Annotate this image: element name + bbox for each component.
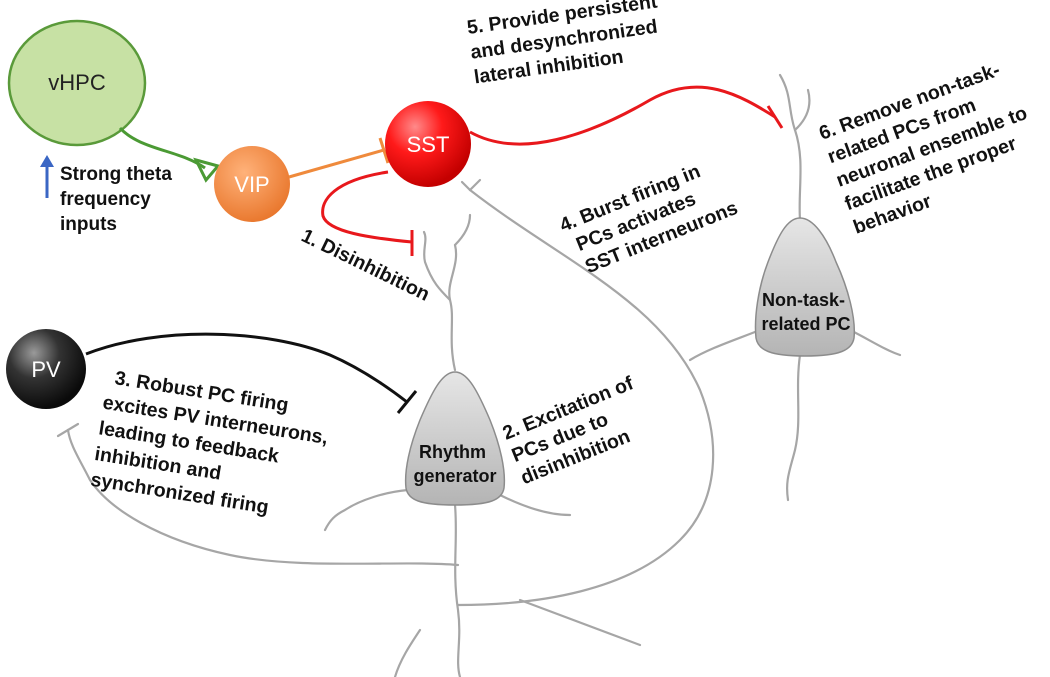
step4-text: 4. Burst firing in PCs activates SST int… bbox=[557, 152, 741, 281]
step6-text: 6. Remove non-task- related PCs from neu… bbox=[816, 53, 1050, 238]
sst-input-tip-b bbox=[460, 180, 472, 192]
rhythm-axon-to-sst bbox=[456, 188, 715, 607]
rhythm-generator-cell: Rhythm generator bbox=[404, 371, 506, 506]
theta-input-text: Strong theta frequency inputs bbox=[60, 164, 177, 235]
non-task-soma bbox=[754, 217, 856, 357]
rhythm-generator-label: Rhythm generator bbox=[413, 442, 496, 486]
inhibitory-bar-red-2 bbox=[766, 105, 784, 129]
rhythm-axon-branch-left bbox=[393, 628, 422, 677]
rhythm-axon-branch-right bbox=[518, 598, 642, 647]
rhythm-basal-right bbox=[498, 493, 572, 517]
sst-circle bbox=[385, 101, 471, 187]
vhpc-node: vHPC bbox=[7, 19, 147, 147]
rhythm-basal-left bbox=[323, 488, 410, 532]
inhibitory-bar-orange bbox=[378, 137, 390, 164]
step5-text: 5. Provide persistent and desynchronized… bbox=[466, 0, 671, 88]
sst-to-nontask-connection bbox=[469, 85, 776, 146]
rhythm-apical-branch-right bbox=[453, 213, 472, 247]
rhythm-apical-branch-left bbox=[422, 230, 452, 302]
nontask-basal-right bbox=[848, 328, 902, 357]
sst-input-tip-a bbox=[468, 178, 482, 192]
vhpc-ellipse bbox=[7, 19, 147, 147]
rhythm-axon bbox=[453, 503, 462, 677]
sst-label: SST bbox=[407, 132, 450, 157]
pv-node: PV bbox=[6, 329, 86, 409]
vip-circle bbox=[214, 146, 290, 222]
inhibitory-bar-black bbox=[396, 390, 418, 414]
up-arrow-icon bbox=[40, 155, 54, 167]
rhythm-generator-soma bbox=[404, 371, 506, 506]
dendrites bbox=[56, 73, 902, 677]
excitatory-arrowhead bbox=[193, 157, 221, 183]
vhpc-to-vip-connection bbox=[118, 126, 206, 170]
nontask-basal-left bbox=[688, 328, 762, 362]
rhythm-apical-dendrite bbox=[448, 243, 458, 372]
rhythm-axon-to-pv bbox=[66, 428, 460, 567]
step2-text: 2. Excitation of PCs due to disinhibitio… bbox=[500, 370, 660, 489]
sst-node: SST bbox=[385, 101, 471, 187]
non-task-label: Non-task- related PC bbox=[761, 290, 850, 334]
pv-input-tip-b bbox=[66, 422, 80, 432]
non-task-related-cell: Non-task- related PC bbox=[754, 217, 856, 357]
vip-node: VIP bbox=[214, 146, 290, 222]
vip-label: VIP bbox=[234, 172, 269, 197]
pv-to-rhythm-connection bbox=[85, 332, 408, 404]
pv-label: PV bbox=[31, 357, 61, 382]
step3-text: 3. Robust PC firing excites PV interneur… bbox=[89, 366, 339, 527]
pv-circle bbox=[6, 329, 86, 409]
nontask-apical-branch bbox=[793, 88, 811, 132]
theta-input-annotation: Strong theta frequency inputs bbox=[40, 155, 177, 235]
sst-to-rhythm-connection bbox=[321, 170, 413, 244]
pv-input-tip-a bbox=[56, 428, 70, 438]
vip-to-sst-connection bbox=[288, 148, 385, 179]
nontask-apical-dendrite bbox=[778, 73, 802, 222]
vhpc-label: vHPC bbox=[48, 70, 106, 95]
nontask-axon bbox=[786, 353, 802, 502]
